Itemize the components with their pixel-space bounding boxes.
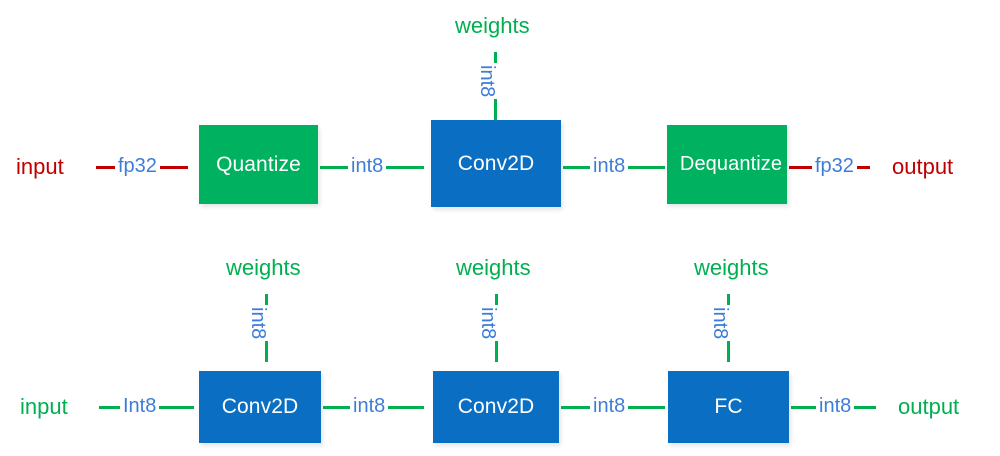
weights-label-conv2d-top: weights — [455, 13, 530, 38]
node-conv2d-b2-label: Conv2D — [457, 395, 535, 418]
endpoint-output-top: output — [892, 154, 954, 179]
weights-label-fc: weights — [694, 255, 769, 280]
weights-dtype-fc: int8 — [709, 305, 731, 342]
weights-dtype-conv2d-b1: int8 — [247, 305, 269, 342]
node-conv2d-b1-label: Conv2D — [221, 395, 299, 418]
edge-label-conv-b1-conv-b2: int8 — [350, 395, 389, 417]
edge-label-input-conv-b1: Int8 — [120, 395, 160, 417]
node-dequantize[interactable]: Dequantize — [667, 125, 787, 204]
weights-dtype-conv2d-top: int8 — [476, 63, 498, 100]
node-quantize[interactable]: Quantize — [199, 125, 318, 204]
weights-dtype-conv2d-b2: int8 — [477, 305, 499, 342]
node-fc-label: FC — [714, 395, 743, 418]
endpoint-output-bottom: output — [898, 394, 960, 419]
endpoint-input-bottom: input — [20, 394, 68, 419]
node-dequantize-label: Dequantize — [679, 153, 783, 175]
weights-label-conv2d-b2: weights — [456, 255, 531, 280]
edge-label-conv-b2-fc: int8 — [590, 395, 629, 417]
edge-label-fc-output: int8 — [816, 395, 855, 417]
edge-label-conv-dequantize: int8 — [590, 155, 629, 177]
edge-label-quantize-conv: int8 — [348, 155, 387, 177]
node-fc[interactable]: FC — [668, 371, 789, 443]
node-conv2d-b2[interactable]: Conv2D — [433, 371, 559, 443]
node-conv2d-top[interactable]: Conv2D — [431, 120, 561, 207]
weights-label-conv2d-b1: weights — [226, 255, 301, 280]
node-conv2d-b1[interactable]: Conv2D — [199, 371, 321, 443]
node-conv2d-top-label: Conv2D — [457, 151, 535, 175]
endpoint-input-top: input — [16, 154, 64, 179]
edge-label-dequantize-output: fp32 — [812, 155, 857, 177]
node-quantize-label: Quantize — [216, 152, 301, 176]
edge-label-input-quantize: fp32 — [115, 155, 160, 177]
